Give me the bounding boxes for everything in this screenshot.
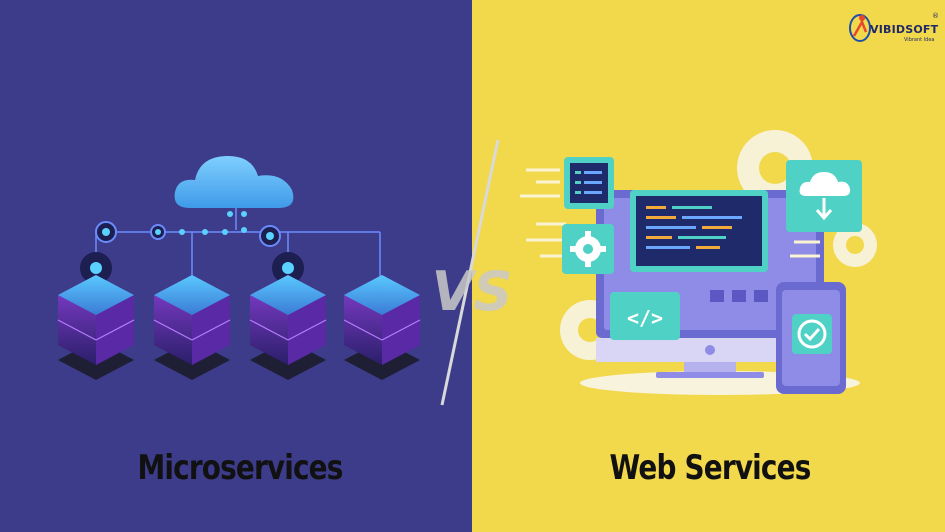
code-window	[630, 190, 768, 272]
logo-name: VIBIDSOFT	[870, 23, 939, 36]
logo-mark-icon	[849, 14, 871, 42]
document-card	[564, 157, 614, 209]
network-lines	[95, 208, 381, 280]
cloud-download-icon	[786, 160, 862, 232]
check-icon	[797, 319, 827, 349]
settings-card	[562, 224, 614, 274]
vs-text: VS	[432, 260, 513, 323]
vs-divider	[440, 139, 500, 406]
cloud-icon	[174, 156, 294, 208]
vibidsoft-logo: VIBIDSOFT Vibrant Idea ®	[848, 10, 940, 46]
logo-tagline: Vibrant Idea	[904, 37, 935, 43]
data-lines	[520, 168, 820, 258]
svg-text:</>: </>	[627, 306, 663, 330]
server-stack-icon	[57, 275, 421, 380]
microservices-panel	[0, 0, 472, 532]
microservices-title: Microservices	[137, 448, 343, 488]
code-icon: </>	[610, 292, 680, 340]
web-services-title: Web Services	[609, 448, 811, 488]
logo-registered: ®	[932, 12, 939, 20]
network-nodes	[80, 211, 304, 284]
